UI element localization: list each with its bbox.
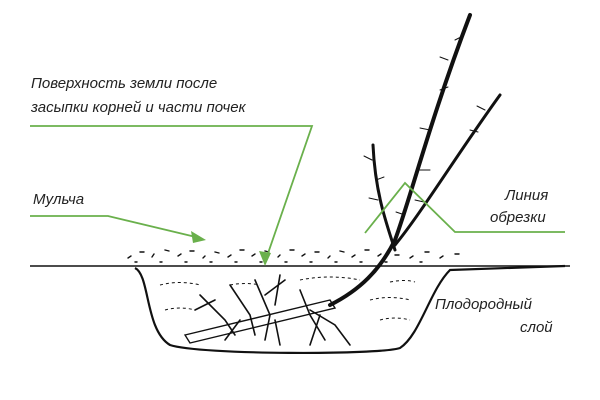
label-prune-line1: Линия — [505, 187, 549, 204]
label-mulch: Мульча — [33, 191, 85, 208]
pointer-lines — [30, 125, 565, 263]
seedling-shoots — [328, 13, 502, 307]
planting-pit — [134, 264, 566, 355]
arrowhead-icon — [259, 251, 271, 266]
surface-pointer — [30, 125, 314, 263]
pruning-line — [364, 181, 565, 234]
arrowhead-icon — [191, 231, 206, 243]
label-prune-line2: обрезки — [490, 209, 546, 226]
roots — [183, 274, 351, 346]
label-surface-line2: засыпки корней и части почек — [31, 99, 246, 116]
label-fertile-line2: слой — [520, 319, 553, 336]
fertile-soil — [159, 276, 416, 321]
label-fertile-line1: Плодородный — [435, 296, 532, 313]
mulch-pointer — [30, 215, 201, 239]
label-surface-line1: Поверхность земли после — [31, 75, 218, 92]
mulch-layer — [127, 249, 460, 263]
